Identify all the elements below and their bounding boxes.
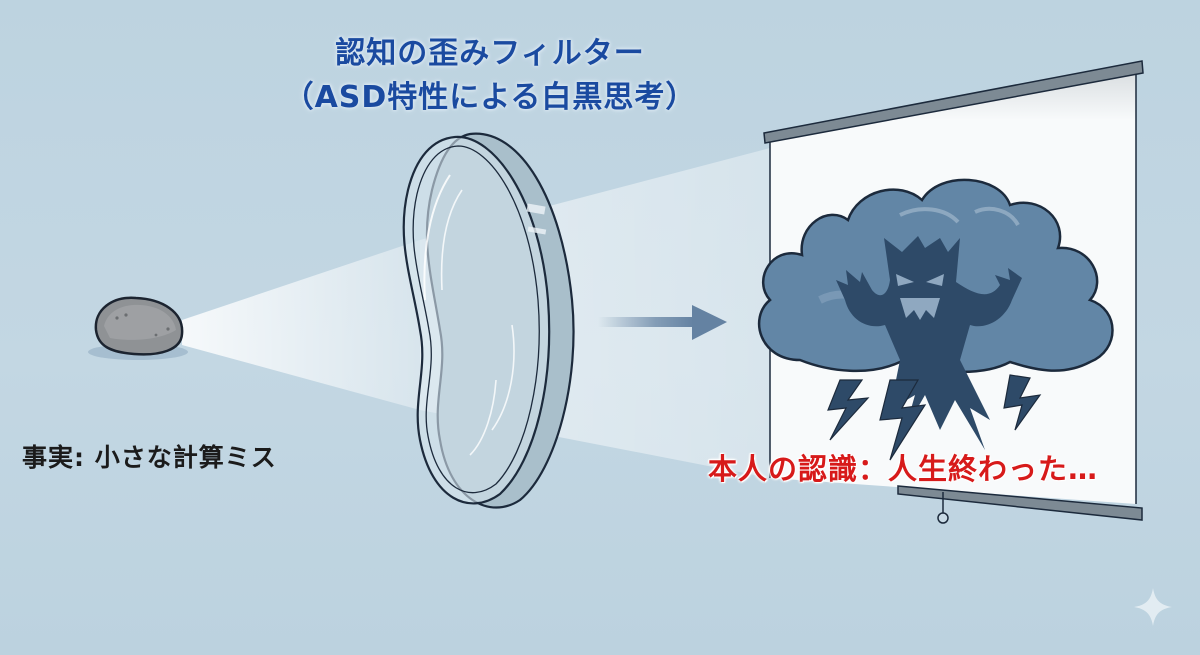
- lightning-icon: [827, 374, 1042, 461]
- title-line-1: 認知の歪みフィルター: [335, 36, 645, 71]
- monster-icon: [836, 236, 1022, 450]
- distortion-lens-icon: [402, 132, 575, 509]
- light-beam-narrow: [182, 240, 420, 410]
- title-line-2: （ASD特性による白黒思考）: [283, 80, 697, 115]
- perception-label: 本人の認識：人生終わった…: [708, 452, 1099, 486]
- arrow-right-icon: [598, 305, 727, 340]
- rock-icon: [88, 296, 188, 360]
- sparkle-icon: [1134, 588, 1172, 626]
- fact-label: 事実: 小さな計算ミス: [22, 443, 277, 472]
